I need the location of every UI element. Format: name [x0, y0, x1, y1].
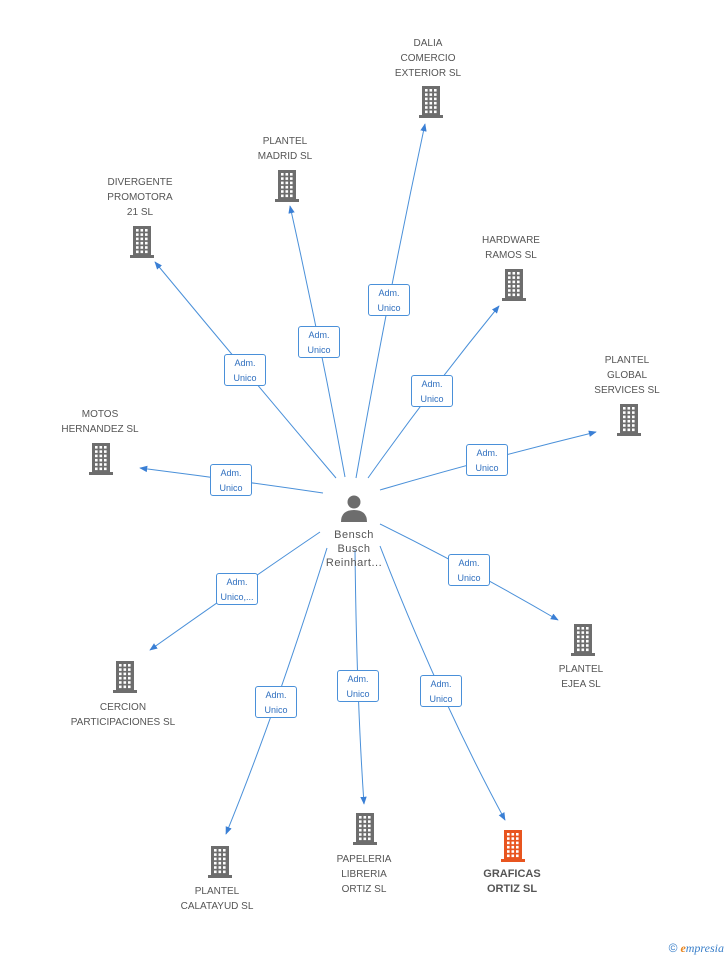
company-label-plantel-calatayud[interactable]: PLANTEL CALATAYUD SL [180, 886, 254, 912]
company-label-divergente[interactable]: DIVERGENTE PROMOTORA 21 SL [107, 177, 173, 218]
company-label-plantel-madrid[interactable]: PLANTEL MADRID SL [257, 136, 313, 162]
role-badge-plantel-calatayud[interactable]: Adm. Unico [255, 686, 297, 718]
role-badge-papeleria[interactable]: Adm. Unico [337, 670, 379, 702]
person-icon[interactable] [341, 495, 367, 523]
role-badge-plantel-global[interactable]: Adm. Unico [466, 444, 508, 476]
role-badge-plantel-ejea[interactable]: Adm. Unico [448, 554, 490, 586]
divergente-building-icon[interactable] [130, 226, 154, 258]
cercion-building-icon[interactable] [113, 661, 137, 693]
dalia-building-icon[interactable] [419, 86, 443, 118]
hardware-ramos-building-icon[interactable] [502, 269, 526, 301]
plantel-madrid-building-icon[interactable] [275, 170, 299, 202]
role-badge-graficas[interactable]: Adm. Unico [420, 675, 462, 707]
papeleria-building-icon[interactable] [353, 813, 377, 845]
role-badge-plantel-madrid[interactable]: Adm. Unico [298, 326, 340, 358]
role-badge-motos-hernandez[interactable]: Adm. Unico [210, 464, 252, 496]
copyright-symbol: © [668, 941, 678, 955]
center-person-label[interactable]: Bensch Busch Reinhart... [325, 529, 383, 569]
company-label-dalia[interactable]: DALIA COMERCIO EXTERIOR SL [394, 38, 462, 79]
graficas-building-icon[interactable] [501, 830, 525, 862]
role-badge-dalia[interactable]: Adm. Unico [368, 284, 410, 316]
brand-rest: mpresia [685, 941, 724, 955]
plantel-calatayud-building-icon[interactable] [208, 846, 232, 878]
company-label-motos-hernandez[interactable]: MOTOS HERNANDEZ SL [61, 409, 139, 435]
plantel-ejea-building-icon[interactable] [571, 624, 595, 656]
role-badge-divergente[interactable]: Adm. Unico [224, 354, 266, 386]
empresia-logo[interactable]: ©empresia [669, 941, 724, 956]
company-label-hardware-ramos[interactable]: HARDWARE RAMOS SL [482, 235, 540, 261]
company-label-graficas[interactable]: GRAFICAS ORTIZ SL [483, 868, 541, 895]
company-label-plantel-ejea[interactable]: PLANTEL EJEA SL [558, 664, 604, 690]
brand-initial: e [680, 941, 686, 955]
company-label-papeleria[interactable]: PAPELERIA LIBRERIA ORTIZ SL [336, 854, 392, 895]
role-badge-hardware-ramos[interactable]: Adm. Unico [411, 375, 453, 407]
motos-hernandez-building-icon[interactable] [89, 443, 113, 475]
role-badge-cercion[interactable]: Adm. Unico,... [216, 573, 258, 605]
company-label-plantel-global[interactable]: PLANTEL GLOBAL SERVICES SL [594, 355, 660, 396]
plantel-global-building-icon[interactable] [617, 404, 641, 436]
company-label-cercion[interactable]: CERCION PARTICIPACIONES SL [70, 702, 176, 728]
